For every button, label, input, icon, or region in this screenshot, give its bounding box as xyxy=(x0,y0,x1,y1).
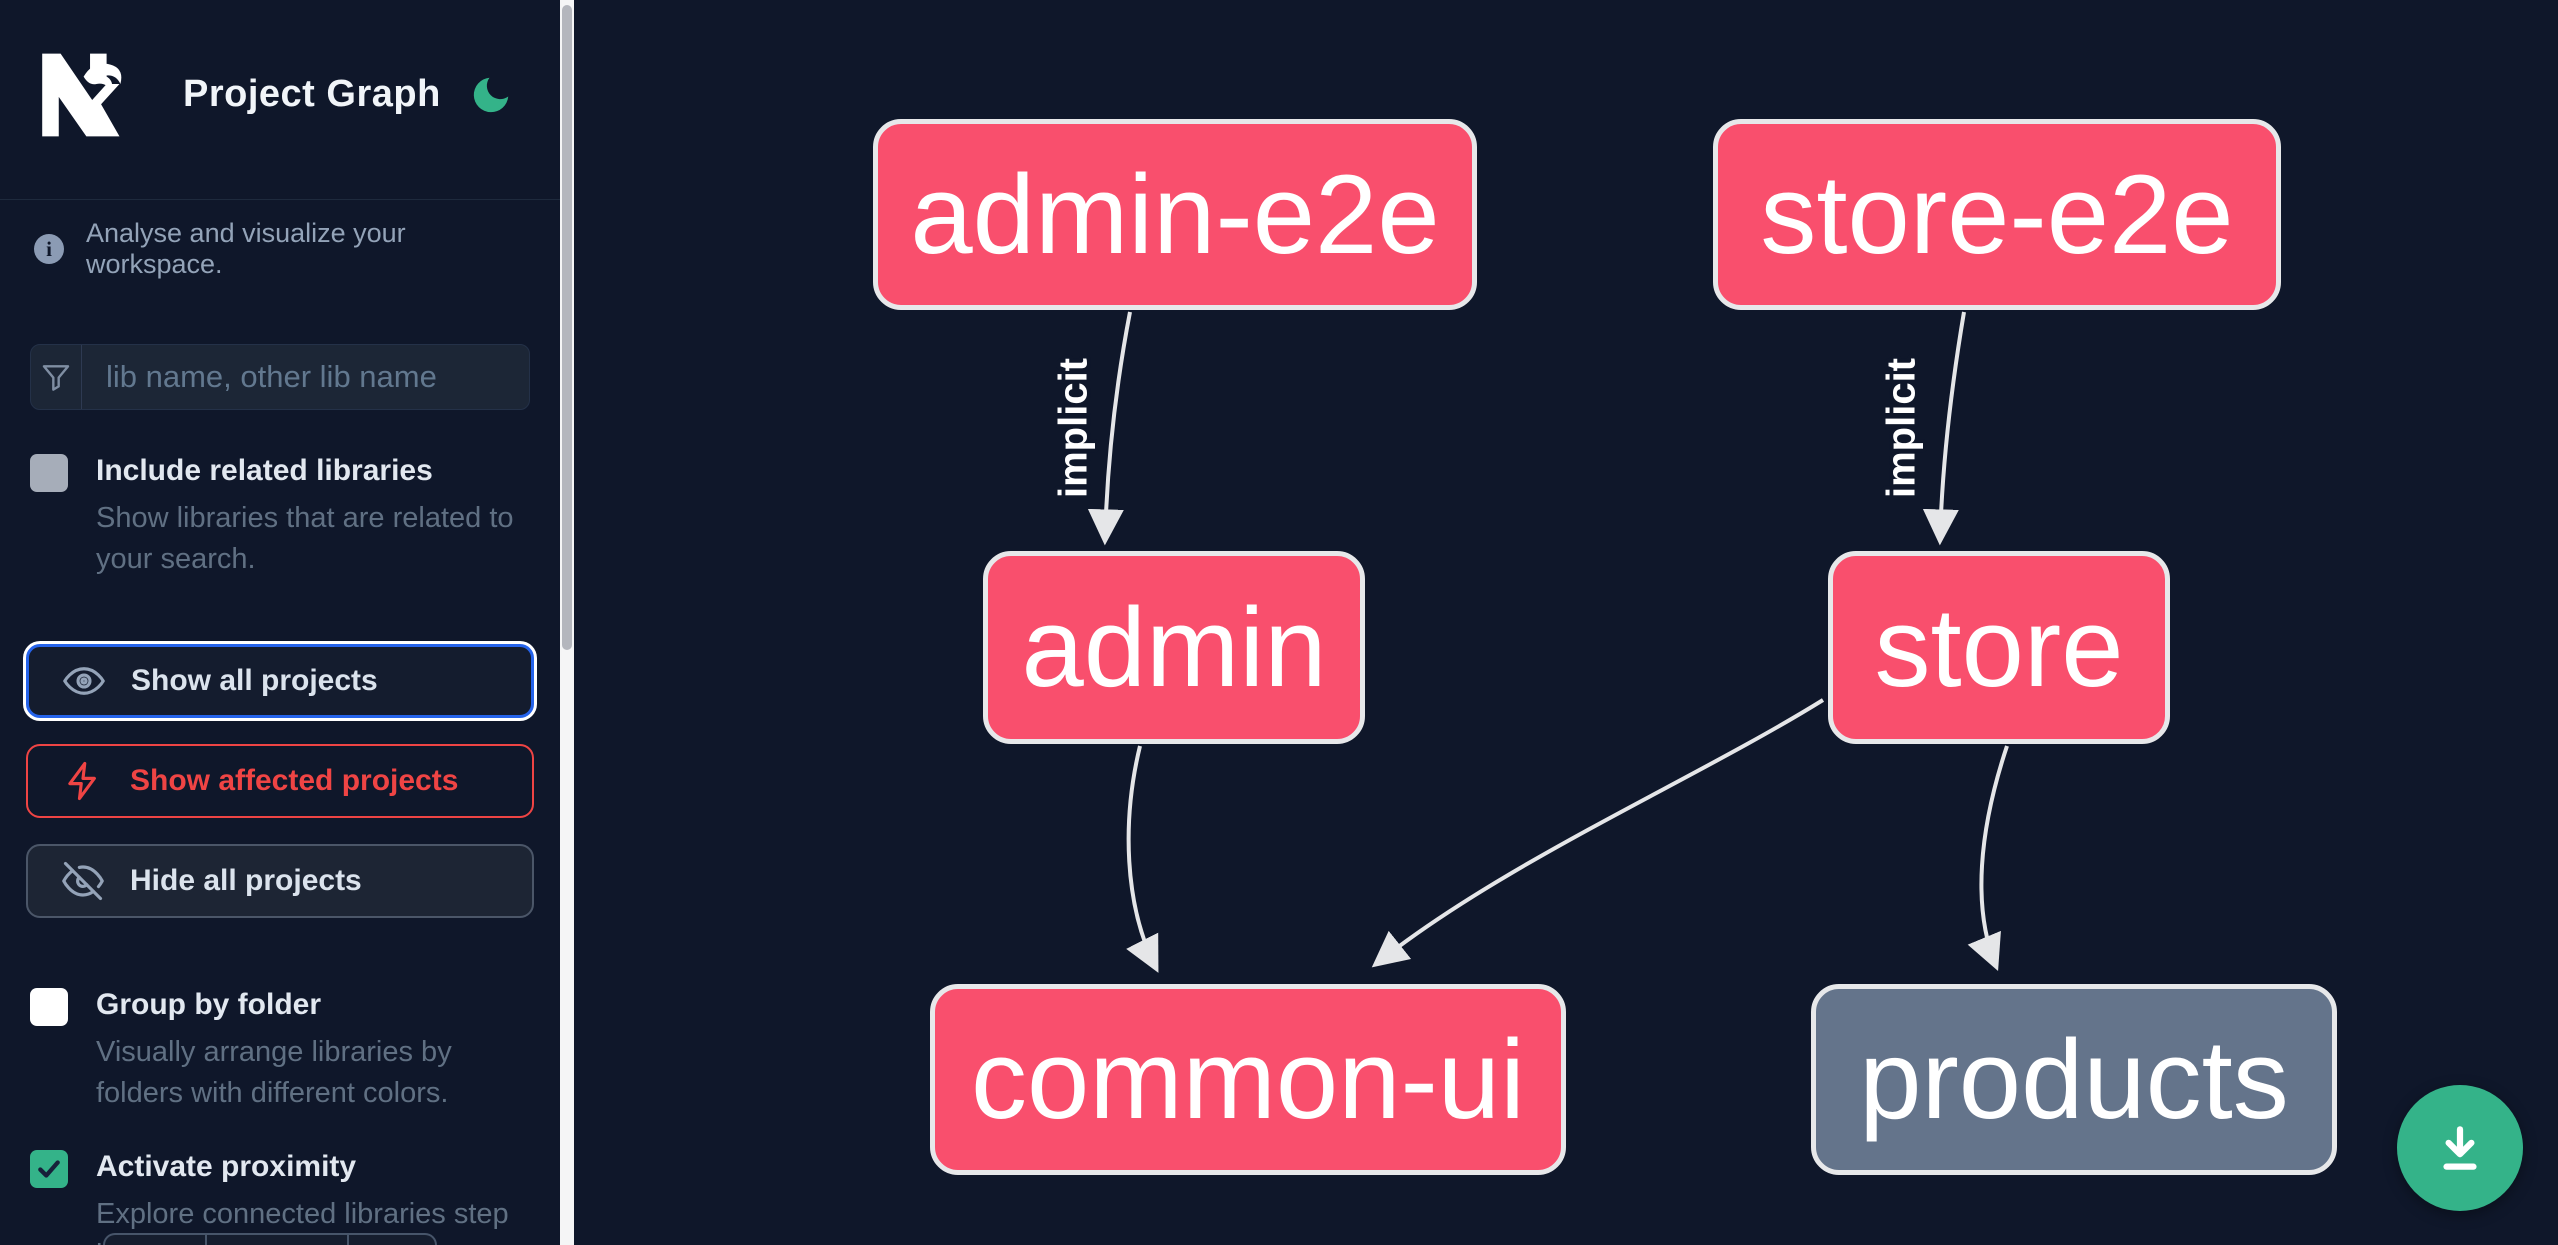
project-graph-canvas[interactable]: implicit implicit admin-e2e store-e2e ad… xyxy=(574,0,2558,1245)
bolt-icon xyxy=(62,760,104,802)
option-description: Show libraries that are related to your … xyxy=(96,502,514,575)
edge-store-e2e-to-store[interactable] xyxy=(1922,311,1966,546)
node-label: admin-e2e xyxy=(910,151,1440,277)
option-group-by-folder: Group by folder Visually arrange librari… xyxy=(30,986,530,1114)
check-icon xyxy=(38,1160,60,1178)
project-actions: Show all projects Show affected projects… xyxy=(26,644,534,918)
node-label: common-ui xyxy=(971,1016,1525,1142)
node-label: admin xyxy=(1021,584,1327,710)
sidebar-scrollbar-thumb[interactable] xyxy=(562,5,572,650)
node-label: store xyxy=(1874,584,2124,710)
stepper-decrement[interactable] xyxy=(105,1235,205,1245)
edge-admin-e2e-to-admin[interactable] xyxy=(1087,311,1132,546)
show-all-projects-button[interactable]: Show all projects xyxy=(26,644,534,718)
node-label: store-e2e xyxy=(1760,151,2234,277)
sidebar-scrollbar-track xyxy=(560,0,574,1245)
proximity-stepper xyxy=(103,1233,437,1245)
edge-store-to-common-ui[interactable] xyxy=(1371,698,1825,968)
nx-logo-icon xyxy=(42,53,122,136)
project-filter xyxy=(30,344,530,410)
moon-icon[interactable] xyxy=(468,72,514,118)
project-node-store-e2e[interactable]: store-e2e xyxy=(1713,119,2281,310)
activate-proximity-checkbox[interactable] xyxy=(30,1150,68,1188)
project-node-store[interactable]: store xyxy=(1828,551,2170,744)
button-label: Show affected projects xyxy=(130,764,459,797)
option-label: Include related libraries xyxy=(96,454,433,487)
info-icon: i xyxy=(34,234,64,264)
eye-icon xyxy=(63,660,105,702)
sidebar: Project Graph i Analyse and visualize yo… xyxy=(0,0,560,1245)
node-label: products xyxy=(1859,1016,2289,1142)
project-node-admin-e2e[interactable]: admin-e2e xyxy=(873,119,1477,310)
hide-all-projects-button[interactable]: Hide all projects xyxy=(26,844,534,918)
option-label: Group by folder xyxy=(96,988,321,1021)
show-affected-projects-button[interactable]: Show affected projects xyxy=(26,744,534,818)
include-related-checkbox[interactable] xyxy=(30,454,68,492)
option-description: Explore connected libraries step by step… xyxy=(96,1198,509,1245)
page-title: Project Graph xyxy=(183,73,441,115)
funnel-icon xyxy=(31,345,82,409)
group-by-folder-checkbox[interactable] xyxy=(30,988,68,1026)
option-description: Visually arrange libraries by folders wi… xyxy=(96,1036,452,1109)
tagline-row: i Analyse and visualize your workspace. xyxy=(34,218,526,280)
filter-input[interactable] xyxy=(82,345,529,409)
stepper-value xyxy=(205,1235,347,1245)
edge-label-implicit: implicit xyxy=(1052,358,1096,498)
edge-store-to-products[interactable] xyxy=(1967,745,2009,971)
button-label: Show all projects xyxy=(131,664,378,697)
option-label: Activate proximity xyxy=(96,1150,357,1183)
option-include-related: Include related libraries Show libraries… xyxy=(30,452,530,580)
project-node-products[interactable]: products xyxy=(1811,984,2337,1175)
button-label: Hide all projects xyxy=(130,864,362,897)
stepper-increment[interactable] xyxy=(347,1235,435,1245)
download-icon xyxy=(2443,1126,2477,1170)
tagline-text: Analyse and visualize your workspace. xyxy=(86,218,406,279)
edge-admin-to-common-ui[interactable] xyxy=(1126,745,1159,973)
graph-edges: implicit implicit xyxy=(1048,311,2009,973)
download-image-button[interactable] xyxy=(2397,1085,2523,1211)
edge-label-implicit: implicit xyxy=(1880,358,1924,498)
eye-off-icon xyxy=(62,860,104,902)
project-node-common-ui[interactable]: common-ui xyxy=(930,984,1566,1175)
option-activate-proximity: Activate proximity Explore connected lib… xyxy=(30,1148,530,1245)
sidebar-header: Project Graph xyxy=(0,0,560,200)
project-node-admin[interactable]: admin xyxy=(983,551,1365,744)
